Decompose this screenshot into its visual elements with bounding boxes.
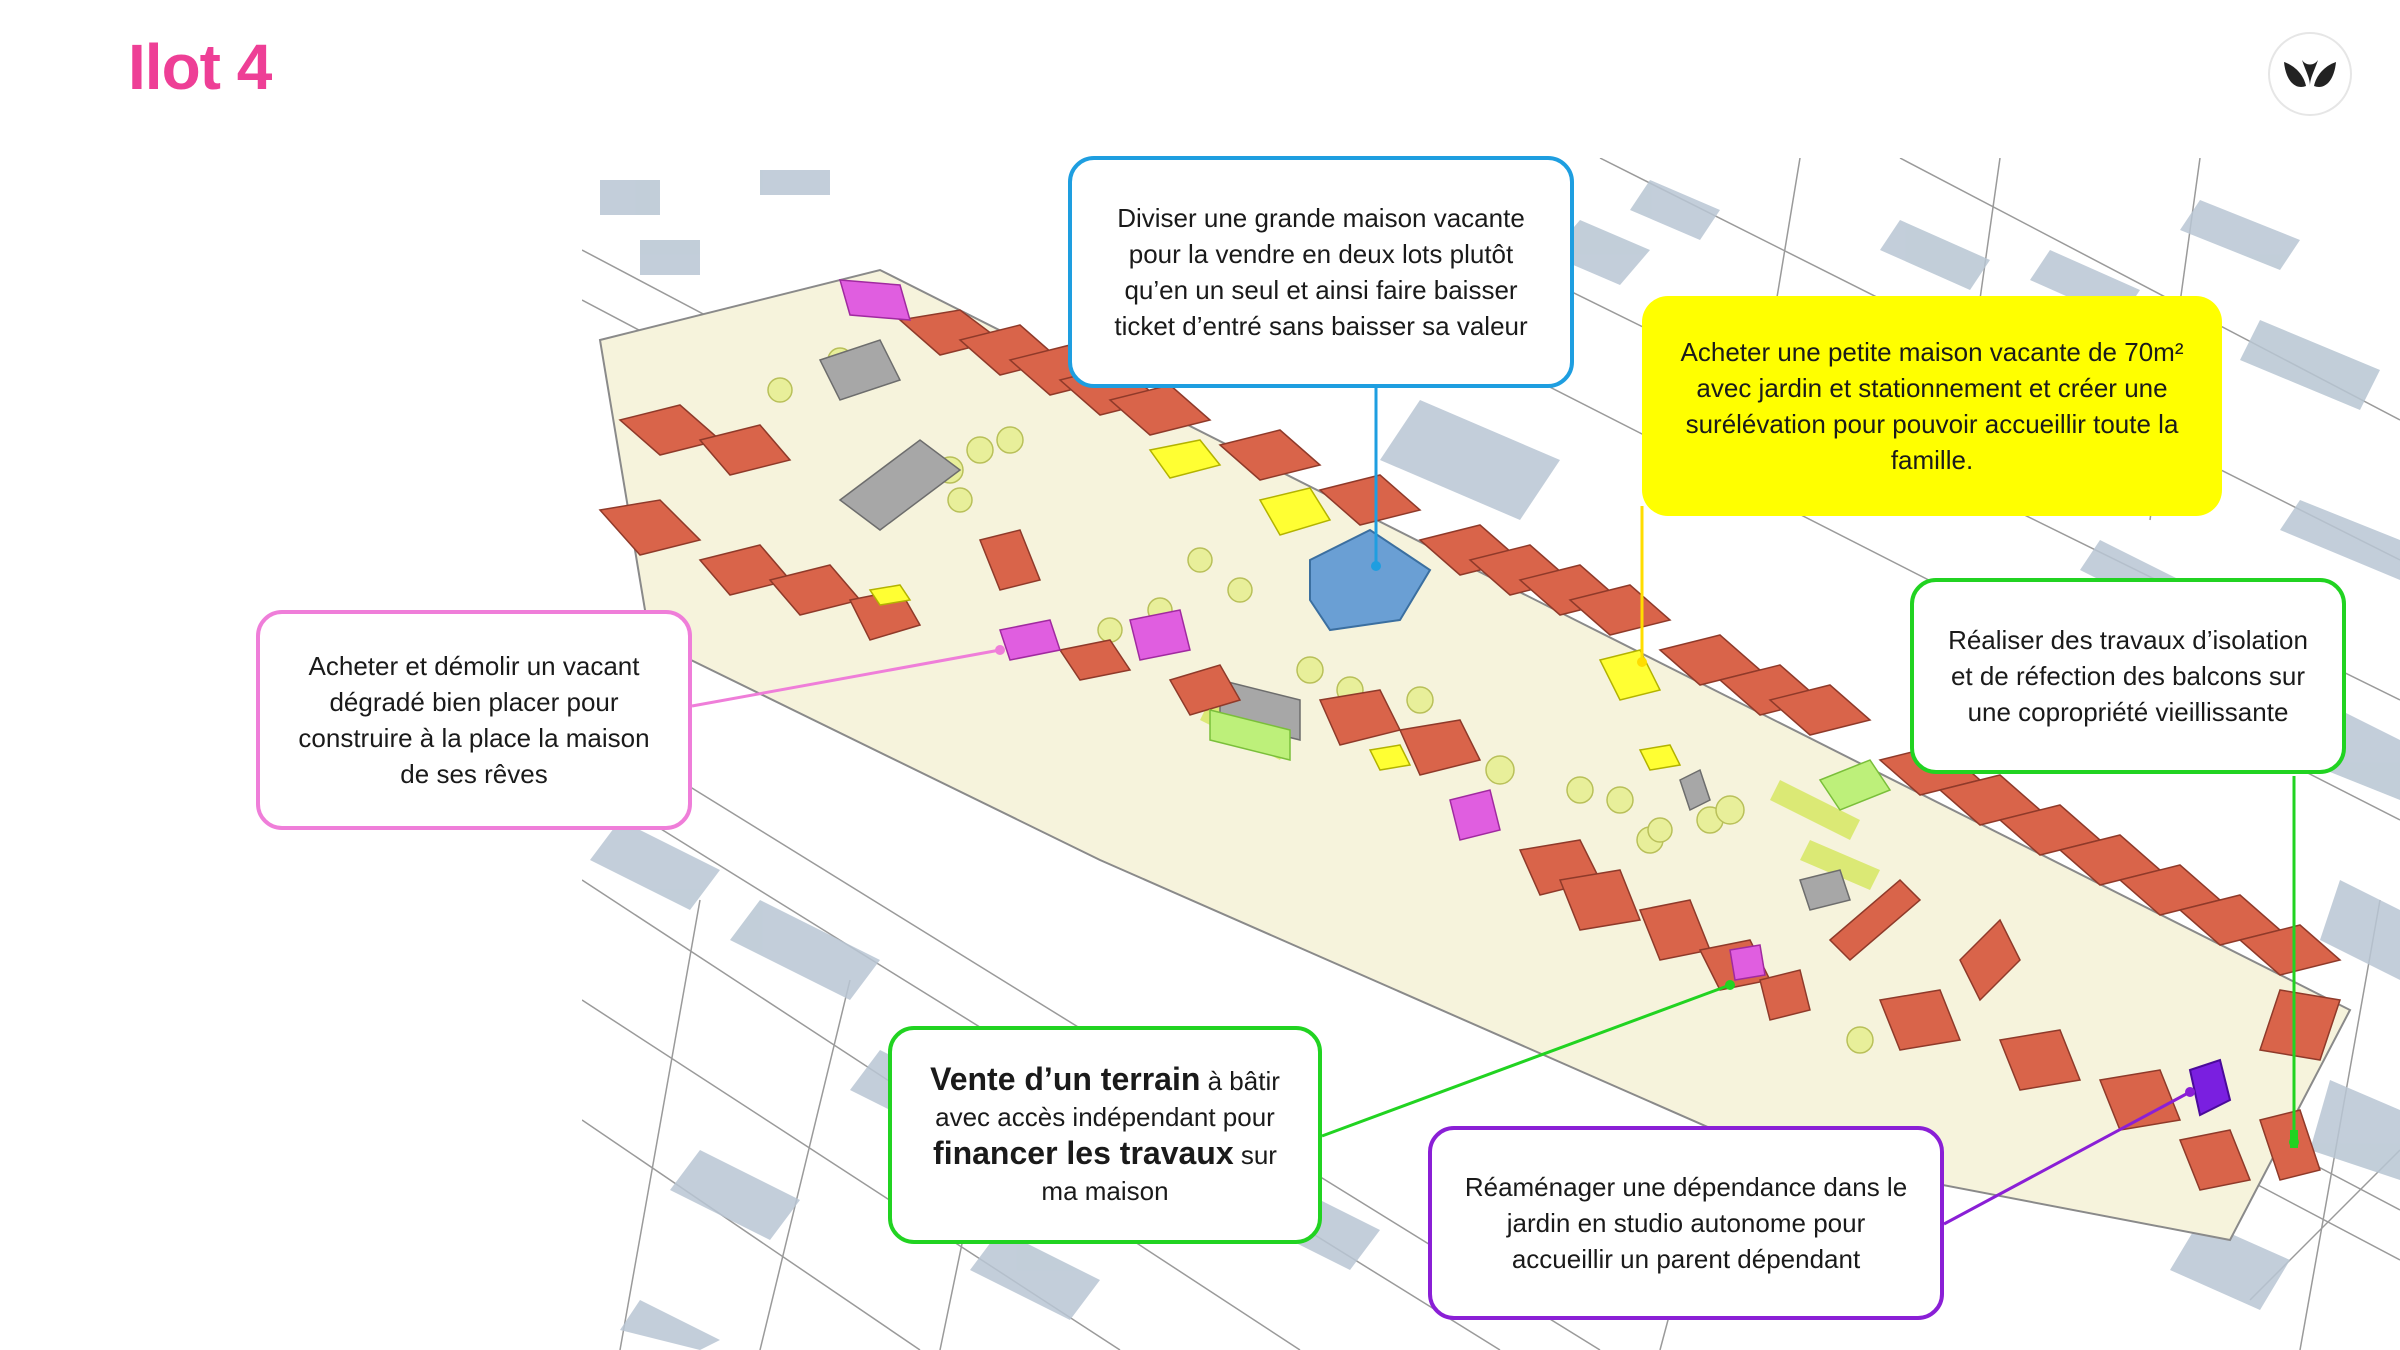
connector-land — [1321, 983, 1731, 1138]
callout-land-text: Vente d’un terrain à bâtir avec accès in… — [918, 1061, 1292, 1209]
callout-land-bold-1: Vente d’un terrain — [930, 1061, 1201, 1097]
connector-demolish — [691, 648, 1001, 708]
page-title: Ilot 4 — [128, 31, 272, 103]
callout-land-sale: Vente d’un terrain à bâtir avec accès in… — [888, 1026, 1322, 1244]
callout-land-part-1: à bâtir avec accès indépendant pour — [935, 1066, 1280, 1132]
leaf-pair-logo-icon — [2284, 60, 2336, 87]
brand-logo — [2268, 32, 2352, 116]
callout-demolish-text: Acheter et démolir un vacant dégradé bie… — [298, 651, 650, 789]
purple-highlight — [2188, 1058, 2232, 1117]
callout-isolation-text: Réaliser des travaux d’isolation et de r… — [1948, 625, 2308, 727]
callout-land-part-2: sur ma maison — [1041, 1140, 1277, 1206]
callout-isolation-works: Réaliser des travaux d’isolation et de r… — [1910, 578, 2346, 774]
connector-lines — [691, 388, 2299, 1226]
callout-studio-text: Réaménager une dépendance dans le jardin… — [1464, 1172, 1908, 1274]
callout-small-house: Acheter une petite maison vacante de 70m… — [1642, 296, 2222, 516]
green-parcels — [1209, 709, 1892, 811]
callout-studio-conversion: Réaménager une dépendance dans le jardin… — [1428, 1126, 1944, 1320]
magenta-highlights — [838, 279, 1766, 981]
callout-demolish-vacant: Acheter et démolir un vacant dégradé bie… — [256, 610, 692, 830]
callout-land-bold-2: financer les travaux — [933, 1135, 1234, 1171]
sheds — [818, 339, 1851, 911]
yellow-highlights — [868, 439, 1682, 771]
callout-divide-house: Diviser une grande maison vacante pour l… — [1068, 156, 1574, 388]
callout-small-house-text: Acheter une petite maison vacante de 70m… — [1680, 337, 2184, 475]
callout-divide-text: Diviser une grande maison vacante pour l… — [1114, 203, 1528, 341]
blue-house-highlight — [1309, 528, 1432, 632]
connector-studio — [1943, 1090, 2191, 1226]
